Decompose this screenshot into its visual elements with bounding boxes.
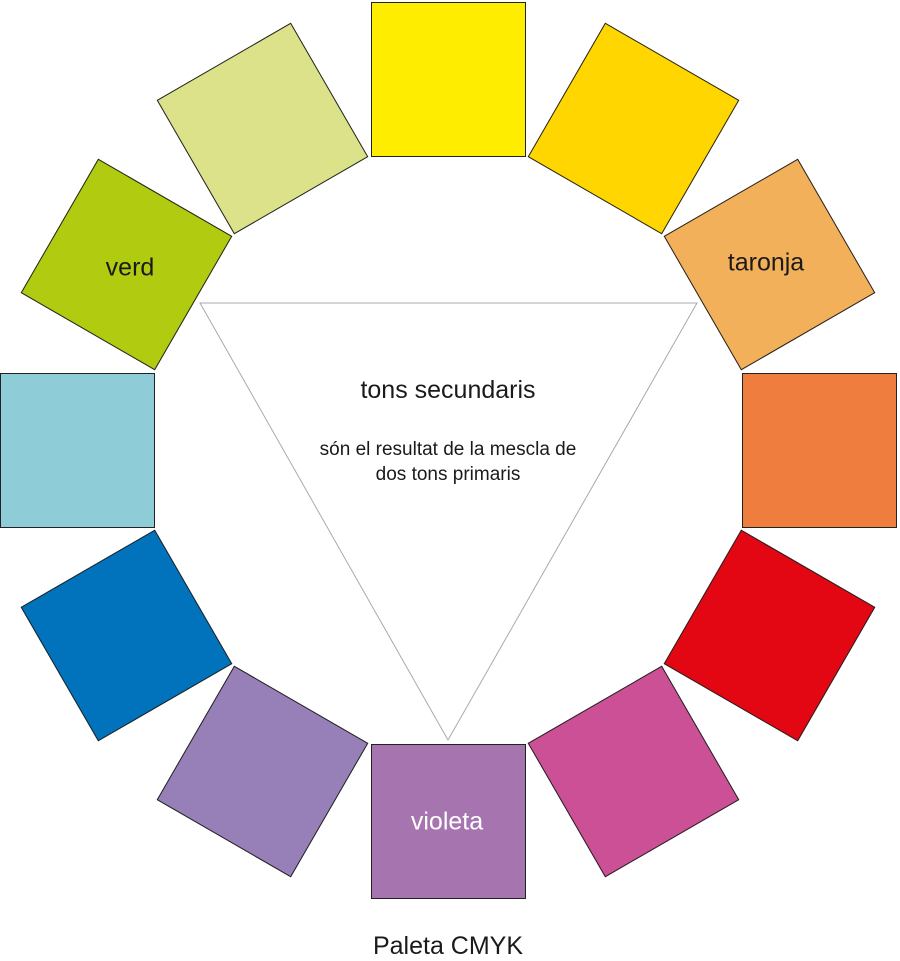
swatch-label-violeta: violeta: [410, 807, 484, 836]
center-title: tons secundaris: [360, 376, 536, 404]
swatch-label-verd: verd: [105, 253, 155, 282]
swatch-yellow: [370, 1, 526, 157]
swatch-label-taronja: taronja: [727, 248, 805, 277]
center-description: són el resultat de la mescla de dos tons…: [319, 439, 577, 485]
caption: Paleta CMYK: [372, 932, 524, 960]
